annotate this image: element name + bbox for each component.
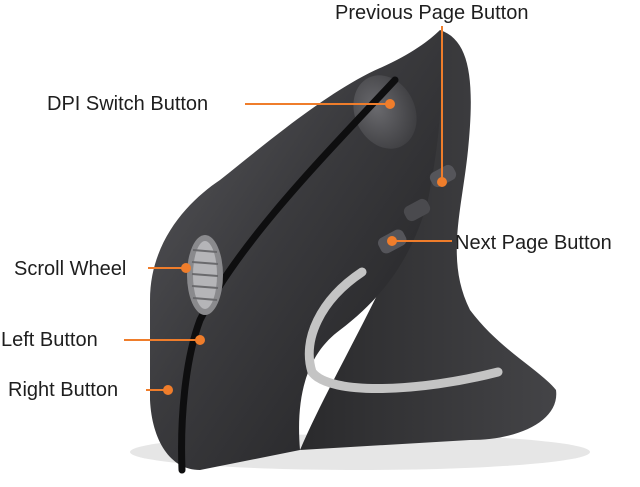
label-right-button: Right Button (8, 379, 119, 401)
leader-dots (163, 99, 447, 395)
mouse-body (150, 30, 442, 470)
label-left-button: Left Button (1, 329, 98, 351)
dpi-switch-button-shape[interactable] (342, 65, 428, 159)
side-accent-strip (304, 267, 503, 394)
dot-next-page (387, 236, 397, 246)
leader-lines (124, 26, 452, 391)
dot-scroll-wheel (181, 263, 191, 273)
dot-previous-page (437, 177, 447, 187)
label-previous-page-button: Previous Page Button (335, 2, 529, 24)
dot-right-button (163, 385, 173, 395)
side-button-middle (403, 198, 431, 222)
scroll-wheel-shape[interactable] (187, 235, 223, 315)
label-dpi-switch-button: DPI Switch Button (47, 93, 209, 115)
label-scroll-wheel: Scroll Wheel (14, 258, 127, 280)
dot-dpi-switch (385, 99, 395, 109)
label-next-page-button: Next Page Button (455, 232, 612, 254)
dot-left-button (195, 335, 205, 345)
